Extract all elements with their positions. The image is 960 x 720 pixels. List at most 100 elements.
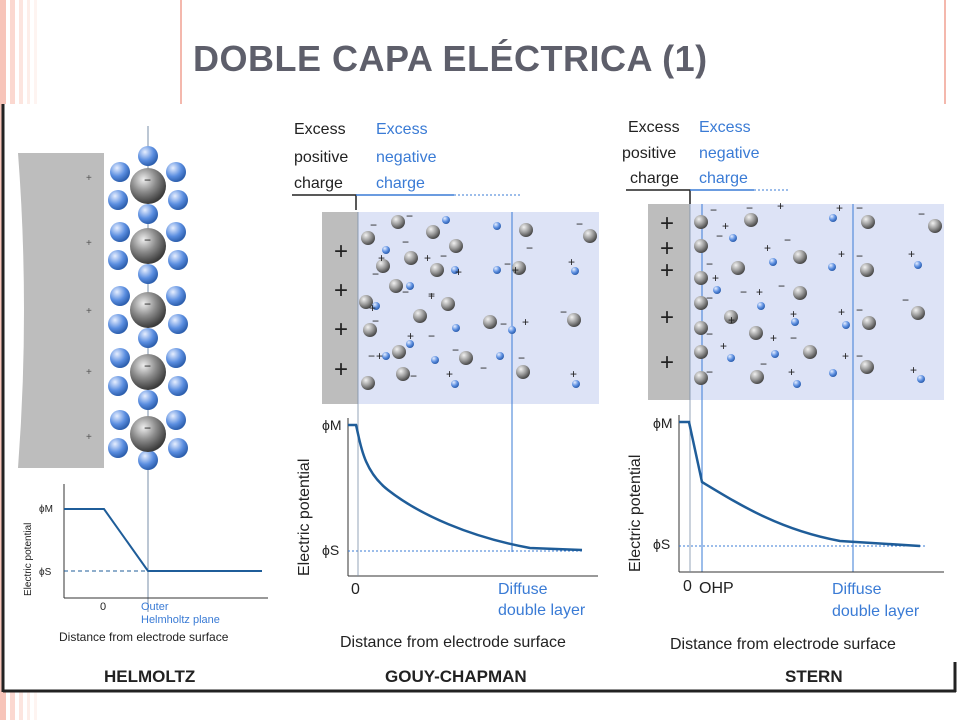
- stern-layer-label-2: double layer: [832, 603, 920, 620]
- svg-text:−: −: [402, 285, 409, 299]
- svg-text:+: +: [86, 367, 92, 378]
- svg-text:−: −: [746, 201, 753, 215]
- gc-y-label: Electric potential: [296, 459, 313, 576]
- helmholtz-panel: +++ ++ − − −: [18, 126, 268, 686]
- svg-text:−: −: [706, 257, 713, 271]
- svg-text:−: −: [710, 203, 717, 217]
- stern-y-label: Electric potential: [627, 455, 644, 572]
- gc-zero: 0: [351, 581, 360, 598]
- svg-text:+: +: [570, 367, 577, 381]
- svg-text:−: −: [144, 297, 151, 311]
- svg-text:−: −: [856, 201, 863, 215]
- helmholtz-plane-label-2: Helmholtz plane: [141, 614, 220, 626]
- svg-text:−: −: [576, 217, 583, 231]
- svg-text:+: +: [334, 277, 348, 304]
- helmholtz-zero: 0: [100, 601, 106, 613]
- svg-text:+: +: [86, 238, 92, 249]
- svg-text:Excess: Excess: [294, 121, 346, 138]
- svg-text:−: −: [406, 209, 413, 223]
- svg-text:−: −: [144, 421, 151, 435]
- svg-text:+: +: [770, 331, 777, 345]
- svg-text:−: −: [918, 207, 925, 221]
- helmholtz-caption: HELMOLTZ: [104, 667, 195, 686]
- svg-text:+: +: [86, 432, 92, 443]
- svg-text:−: −: [452, 343, 459, 357]
- svg-text:Excess: Excess: [628, 119, 680, 136]
- svg-text:+: +: [660, 257, 674, 284]
- svg-text:+: +: [660, 210, 674, 237]
- svg-text:+: +: [720, 339, 727, 353]
- svg-text:negative: negative: [699, 145, 760, 162]
- svg-text:−: −: [480, 361, 487, 375]
- stern-charge-labels: Excess positive charge Excess negative c…: [622, 119, 760, 187]
- svg-text:+: +: [756, 285, 763, 299]
- svg-text:+: +: [428, 289, 435, 303]
- gc-phi-s: ϕS: [322, 542, 339, 558]
- svg-text:charge: charge: [699, 170, 748, 187]
- gc-x-label: Distance from electrode surface: [340, 634, 566, 651]
- svg-text:−: −: [518, 351, 525, 365]
- stern-ions: −−−− −−−− −−−− −−−− −− ++++ ++++ ++++ ++…: [694, 199, 942, 388]
- gc-electrode: [322, 212, 358, 404]
- svg-text:+: +: [86, 173, 92, 184]
- stern-caption: STERN: [785, 667, 843, 686]
- svg-text:−: −: [902, 293, 909, 307]
- svg-text:−: −: [144, 359, 151, 373]
- svg-text:+: +: [407, 329, 414, 343]
- gc-phi-m: ϕM: [322, 417, 342, 433]
- gc-electrode-charges: ++++: [334, 238, 348, 383]
- svg-text:positive: positive: [622, 145, 676, 162]
- svg-text:+: +: [455, 265, 462, 279]
- helmholtz-electrode-charges: +++ ++: [86, 173, 92, 443]
- svg-text:−: −: [706, 365, 713, 379]
- stern-layer-label-1: Diffuse: [832, 581, 882, 598]
- stern-potential-curve: [679, 420, 921, 548]
- svg-text:+: +: [908, 247, 915, 261]
- svg-text:−: −: [372, 314, 379, 328]
- svg-text:+: +: [838, 247, 845, 261]
- gouy-chapman-panel: Excess positive charge Excess negative c…: [292, 121, 599, 686]
- svg-text:−: −: [790, 331, 797, 345]
- svg-text:−: −: [740, 285, 747, 299]
- svg-text:+: +: [334, 356, 348, 383]
- svg-text:+: +: [836, 201, 843, 215]
- svg-text:positive: positive: [294, 149, 348, 166]
- gc-ions: −−−− −−−− −−−− −−−− −−− ++++ ++++ ++++: [359, 209, 597, 390]
- svg-text:−: −: [440, 249, 447, 263]
- stern-electrode: [648, 204, 690, 400]
- gc-potential-curve: [348, 423, 583, 552]
- svg-text:−: −: [526, 241, 533, 255]
- gc-charge-labels: Excess positive charge Excess negative c…: [294, 121, 437, 192]
- svg-text:−: −: [144, 173, 151, 187]
- svg-text:+: +: [838, 305, 845, 319]
- slide-title: DOBLE CAPA ELÉCTRICA (1): [193, 38, 708, 79]
- helmholtz-phi-m: ϕM: [39, 504, 53, 515]
- svg-text:−: −: [372, 267, 379, 281]
- gc-layer-label-1: Diffuse: [498, 581, 548, 598]
- svg-text:−: −: [784, 233, 791, 247]
- svg-text:charge: charge: [376, 175, 425, 192]
- svg-text:Excess: Excess: [376, 121, 428, 138]
- svg-text:−: −: [504, 257, 511, 271]
- helmholtz-x-label: Distance from electrode surface: [59, 630, 229, 644]
- svg-text:−: −: [760, 357, 767, 371]
- helmholtz-phi-s: ϕS: [39, 567, 52, 578]
- svg-text:+: +: [512, 263, 519, 277]
- svg-text:+: +: [568, 255, 575, 269]
- title-divider: [180, 0, 182, 104]
- svg-text:−: −: [778, 279, 785, 293]
- helmholtz-electrode: [18, 153, 104, 468]
- svg-text:+: +: [378, 251, 385, 265]
- svg-text:+: +: [660, 349, 674, 376]
- svg-text:−: −: [368, 349, 375, 363]
- svg-text:+: +: [334, 316, 348, 343]
- svg-text:+: +: [728, 313, 735, 327]
- svg-text:−: −: [856, 303, 863, 317]
- stern-x-label: Distance from electrode surface: [670, 636, 896, 653]
- helmholtz-solvated-ions: − − − −: [108, 146, 188, 470]
- stern-electrode-charges: +++++: [660, 210, 674, 376]
- title-divider-right: [944, 0, 946, 104]
- svg-text:Excess: Excess: [699, 119, 751, 136]
- svg-text:−: −: [428, 287, 435, 301]
